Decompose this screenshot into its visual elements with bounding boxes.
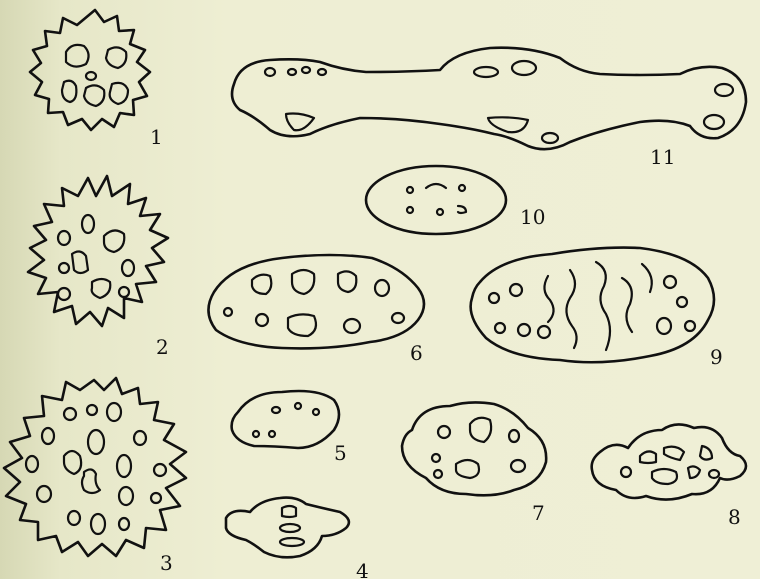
figure-1-label: 1 (150, 125, 163, 149)
figure-3-shape (4, 378, 186, 556)
figure-2-label: 2 (156, 335, 169, 359)
figure-5-shape (232, 391, 339, 448)
figure-4-label: 4 (356, 559, 369, 579)
figure-8-label: 8 (728, 505, 741, 529)
figure-11-label: 11 (650, 145, 675, 169)
figure-9-shape (471, 248, 714, 363)
figure-5-label: 5 (334, 441, 347, 465)
figure-7-label: 7 (532, 501, 545, 525)
figure-6-shape (208, 255, 424, 348)
figure-6-label: 6 (410, 341, 423, 365)
figure-1-shape (30, 10, 150, 130)
figure-8-shape (592, 424, 746, 499)
figure-11-shape (232, 48, 746, 149)
figure-10-shape (366, 166, 506, 234)
figure-9-label: 9 (710, 345, 723, 369)
figure-4-shape (226, 498, 349, 558)
figure-3-label: 3 (160, 551, 173, 575)
figure-10-label: 10 (520, 205, 545, 229)
figure-2-shape (28, 176, 168, 326)
figure-7-shape (402, 402, 546, 495)
